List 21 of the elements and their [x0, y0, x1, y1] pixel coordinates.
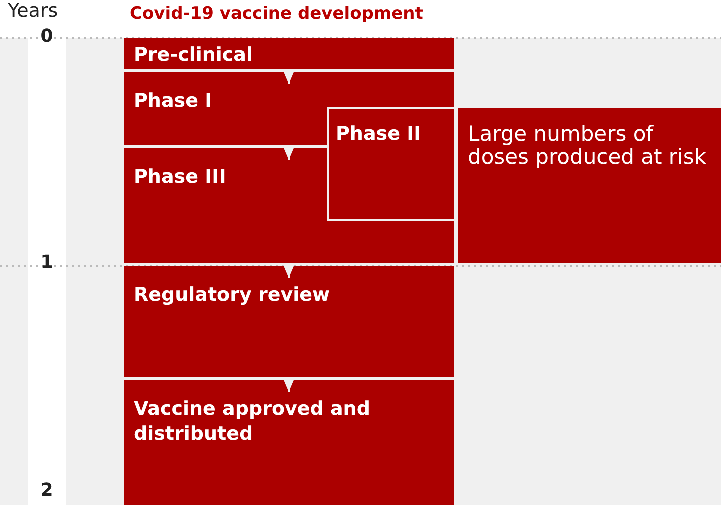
- stage-label: Vaccine approved and distributed: [134, 397, 372, 446]
- stage-box: [124, 38, 454, 69]
- stage-box: [327, 107, 456, 221]
- stage-box: [124, 266, 454, 377]
- axis-title: Years: [8, 2, 60, 21]
- stage-label: Pre-clinical: [134, 43, 254, 68]
- stage-label: Phase II: [336, 122, 422, 147]
- stage-label: Phase III: [134, 165, 228, 190]
- chart-title: Covid-19 vaccine development: [130, 4, 424, 26]
- arrow: [283, 263, 295, 278]
- axis-tick-label: 1: [40, 254, 54, 272]
- stage-label: Phase I: [134, 89, 214, 114]
- axis-tick-label: 0: [40, 28, 54, 46]
- stage-label: Regulatory review: [134, 283, 332, 308]
- stage-box: [124, 380, 454, 505]
- axis-tick-label: 2: [40, 482, 54, 500]
- arrow: [283, 69, 295, 84]
- note-box: [458, 108, 721, 263]
- stage-label: Large numbers of doses produced at risk: [468, 121, 708, 170]
- arrow: [283, 377, 295, 392]
- arrow: [283, 145, 295, 160]
